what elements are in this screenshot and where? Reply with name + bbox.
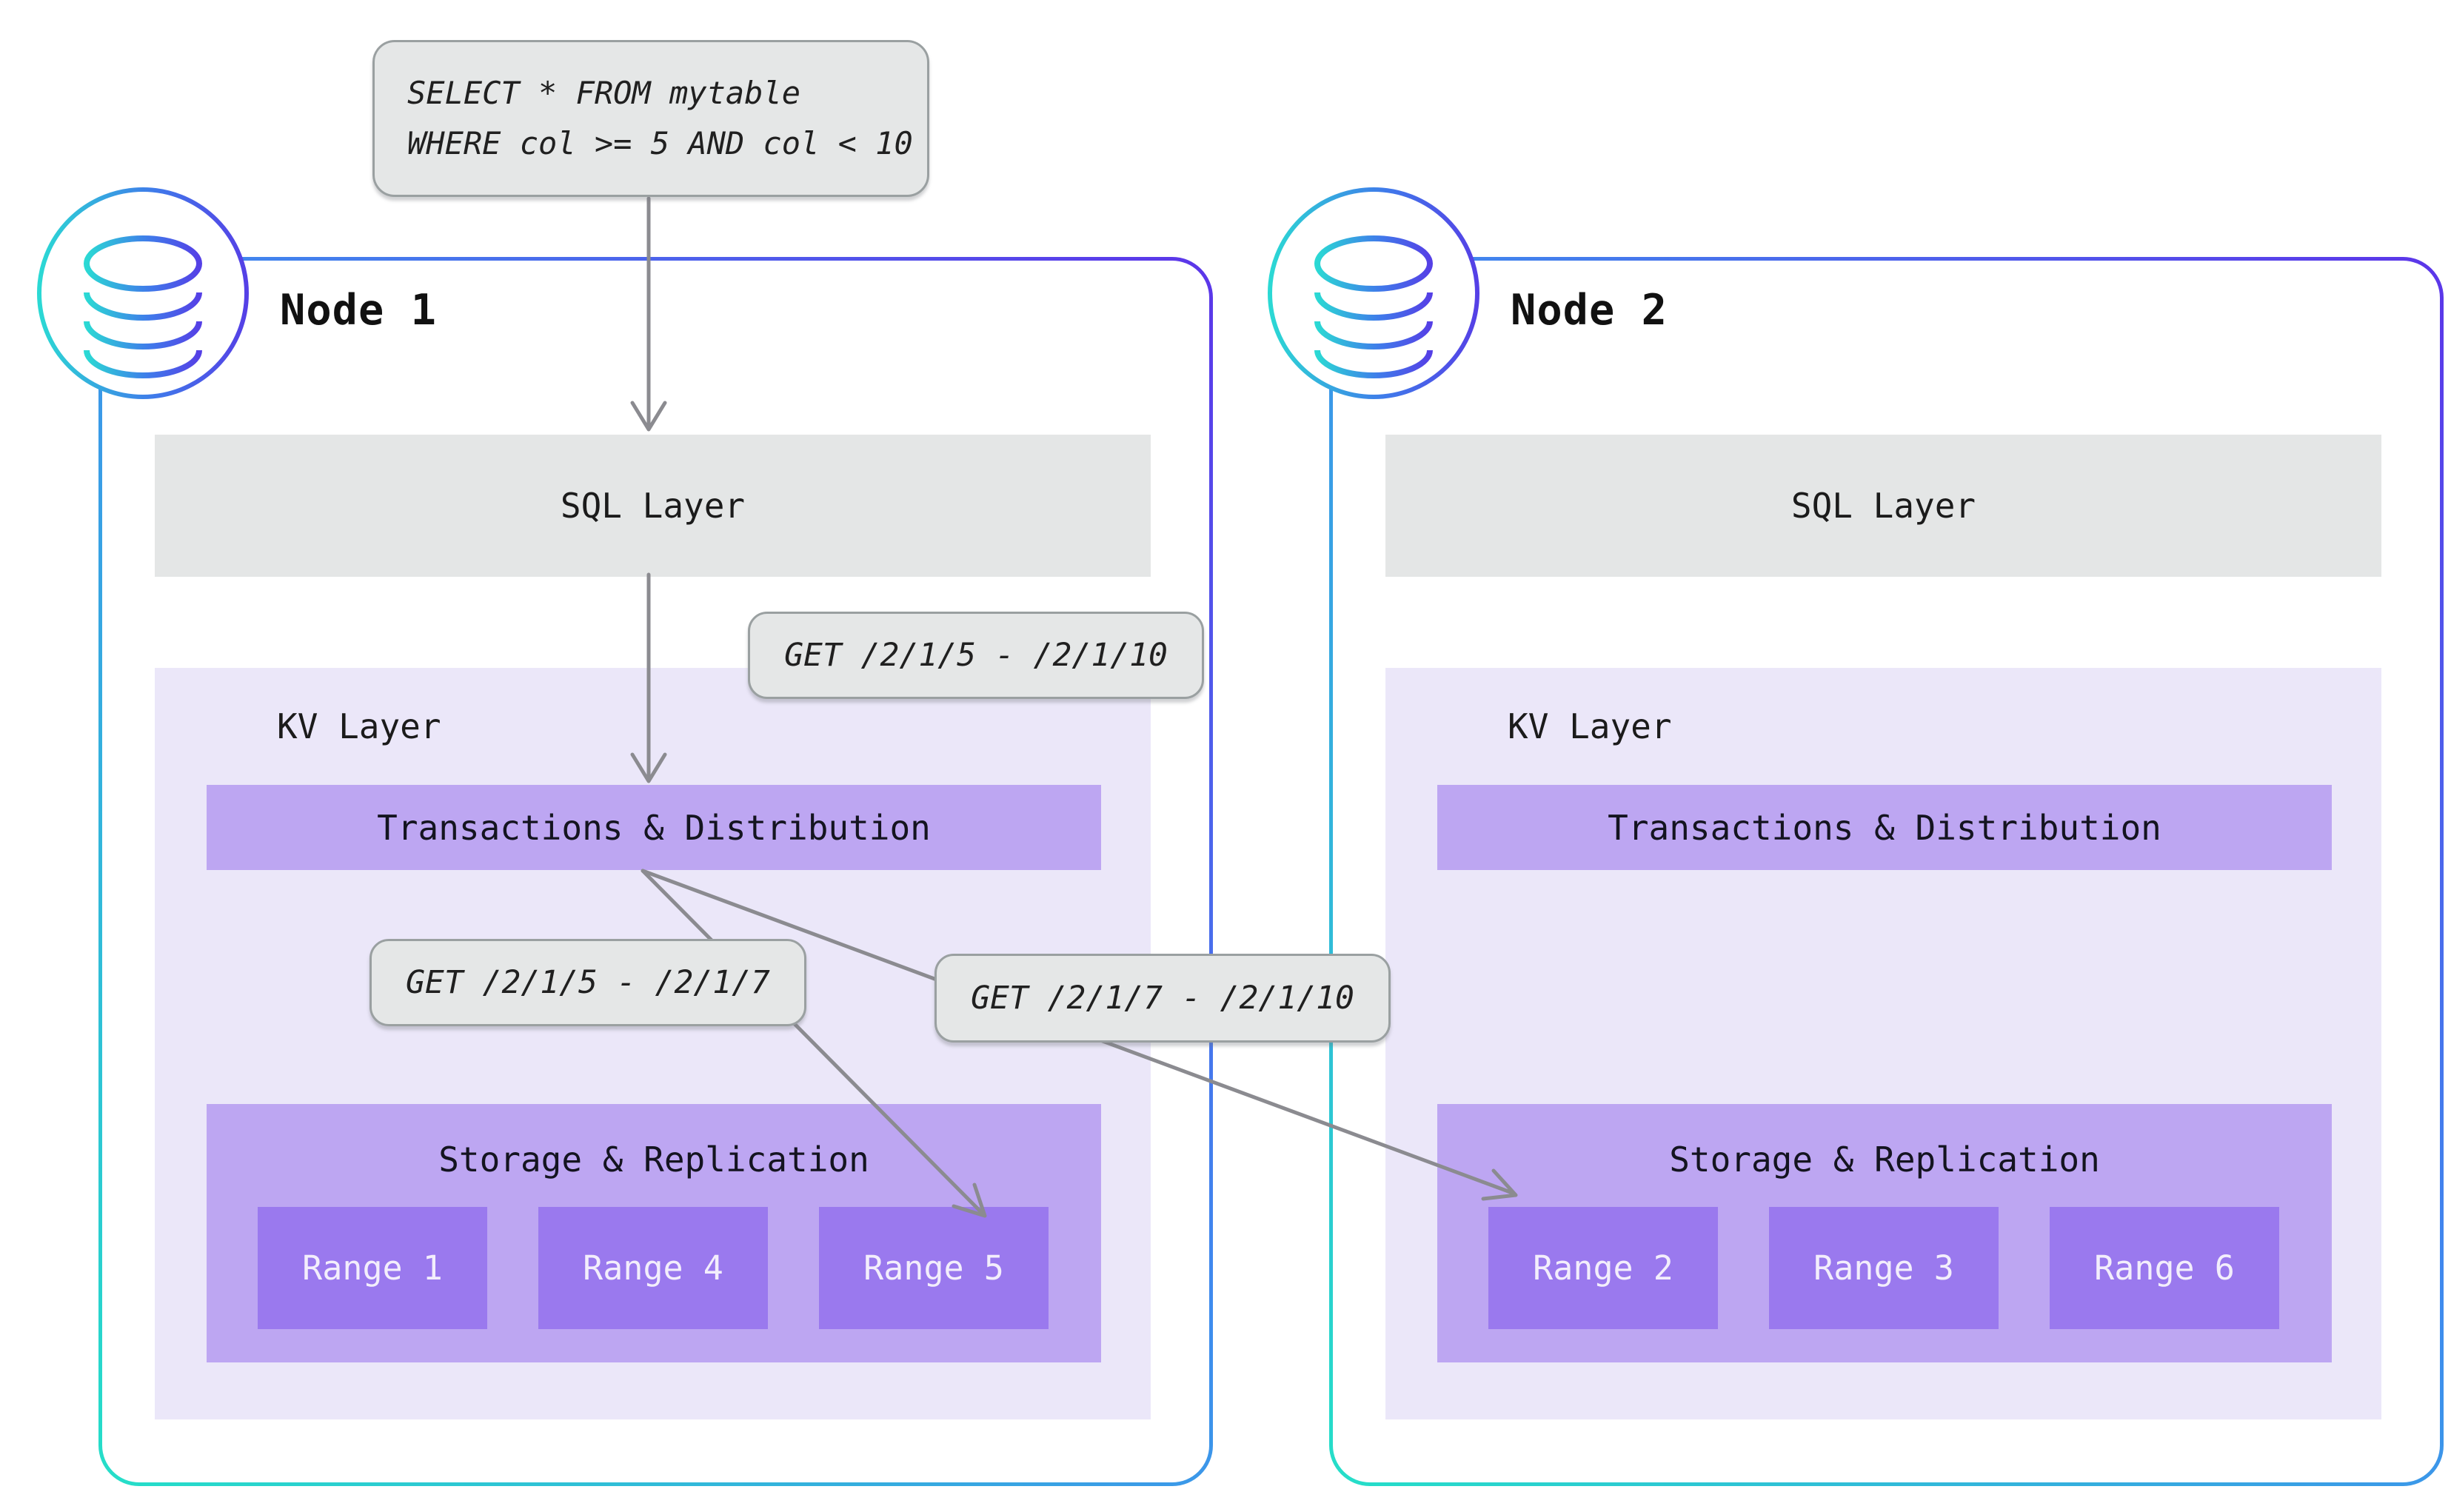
- node-2-storage-replication-box: Storage & Replication Range 2 Range 3 Ra…: [1437, 1104, 2332, 1362]
- get-range-callout-full: GET /2/1/5 - /2/1/10: [748, 612, 1204, 699]
- node-1-range-5: Range 5: [819, 1207, 1049, 1329]
- node-2-transactions-distribution-bar: Transactions & Distribution: [1437, 785, 2332, 870]
- database-icon: [37, 187, 249, 399]
- node-1-storage-replication-box: Storage & Replication Range 1 Range 4 Ra…: [207, 1104, 1101, 1362]
- database-icon: [1268, 187, 1479, 399]
- node-2-sql-layer-box: SQL Layer: [1385, 435, 2381, 577]
- node-2-range-2: Range 2: [1488, 1207, 1718, 1329]
- node-1-range-1: Range 1: [258, 1207, 487, 1329]
- node-2-range-3: Range 3: [1769, 1207, 1999, 1329]
- node-2-kv-layer-box: KV Layer Transactions & Distribution Sto…: [1385, 668, 2381, 1419]
- node-1-range-4: Range 4: [538, 1207, 768, 1329]
- node-2-title: Node 2: [1511, 286, 1668, 335]
- get-range-callout-local: GET /2/1/5 - /2/1/7: [370, 939, 806, 1026]
- node-2-kv-layer-label: KV Layer: [1508, 706, 1672, 746]
- node-1-kv-layer-label: KV Layer: [277, 706, 441, 746]
- query-line-1: SELECT * FROM mytable: [407, 74, 801, 111]
- sql-query-callout: SELECT * FROM mytable WHERE col >= 5 AND…: [372, 40, 929, 197]
- node-1-panel: Node 1 SQL Layer KV Layer Transactions &…: [98, 257, 1213, 1486]
- node-2-range-6: Range 6: [2050, 1207, 2279, 1329]
- get-range-callout-remote: GET /2/1/7 - /2/1/10: [934, 954, 1391, 1043]
- node-2-panel: Node 2 SQL Layer KV Layer Transactions &…: [1329, 257, 2444, 1486]
- node-1-sql-layer-box: SQL Layer: [155, 435, 1151, 577]
- node-1-kv-layer-box: KV Layer Transactions & Distribution Sto…: [155, 668, 1151, 1419]
- query-line-2: WHERE col >= 5 AND col < 10: [407, 125, 913, 161]
- node-2-storage-replication-label: Storage & Replication: [1669, 1140, 2100, 1180]
- node-1-storage-replication-label: Storage & Replication: [438, 1140, 869, 1180]
- node-1-transactions-distribution-bar: Transactions & Distribution: [207, 785, 1101, 870]
- node-1-title: Node 1: [280, 286, 437, 335]
